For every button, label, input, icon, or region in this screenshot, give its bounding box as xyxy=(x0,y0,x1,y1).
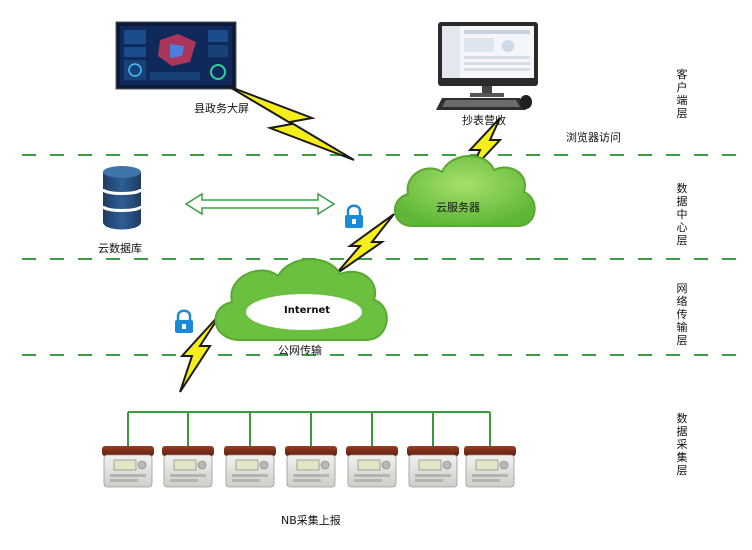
meter-row xyxy=(102,446,516,488)
layer-separators xyxy=(22,154,740,356)
database-cylinder xyxy=(101,166,143,230)
water-meter xyxy=(464,446,516,488)
bolt-cloud-to-internet xyxy=(335,213,395,275)
cloud-server xyxy=(393,155,536,227)
lock-icon xyxy=(345,204,363,228)
internet-label: Internet xyxy=(284,305,331,316)
cloud-database-label: 云数据库 xyxy=(98,242,142,255)
public-network-label: 公网传输 xyxy=(278,344,322,357)
meter-bus xyxy=(127,411,491,446)
water-meter xyxy=(224,446,276,488)
lock-icon xyxy=(175,309,193,333)
county-screen-label: 县政务大屏 xyxy=(194,102,249,115)
water-meter xyxy=(346,446,398,488)
water-meter xyxy=(407,446,459,488)
layer-label-client: 客户端层 xyxy=(676,68,688,120)
water-meter xyxy=(102,446,154,488)
cloud-server-label: 云服务器 xyxy=(436,201,480,214)
water-meter xyxy=(162,446,214,488)
water-meter xyxy=(285,446,337,488)
layer-label-datacenter: 数据中心层 xyxy=(676,182,688,247)
desktop-computer xyxy=(436,22,538,110)
bolt-internet-to-meters xyxy=(179,311,223,393)
internet-cloud xyxy=(214,258,388,341)
bolt-screen-to-cloud xyxy=(227,85,355,161)
wireless-links xyxy=(179,85,503,393)
browser-access-label: 浏览器访问 xyxy=(566,131,621,144)
nb-upload-label: NB采集上报 xyxy=(281,514,341,527)
layer-label-network: 网络传输层 xyxy=(676,282,688,347)
county-dashboard-screen xyxy=(115,21,237,90)
meter-billing-label: 抄表营收 xyxy=(462,114,506,127)
layer-label-collection: 数据采集层 xyxy=(676,412,688,477)
sync-arrow xyxy=(184,192,336,216)
